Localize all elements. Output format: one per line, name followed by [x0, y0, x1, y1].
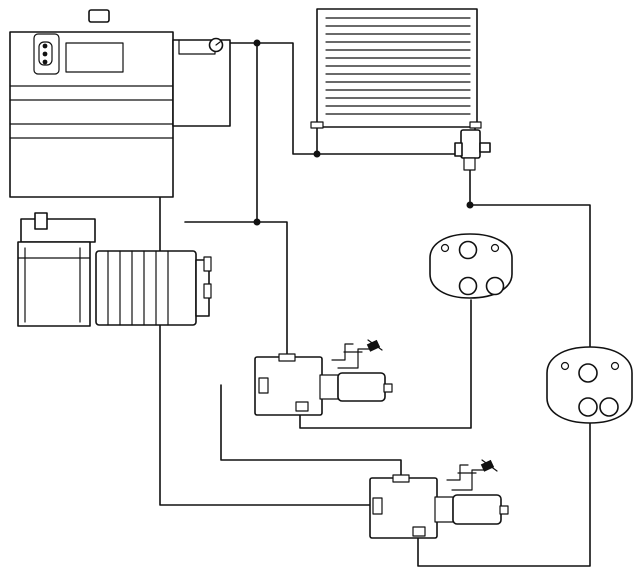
junction-dots [253, 39, 474, 226]
solenoid-valve-upper-wires [331, 339, 383, 369]
check-valve-side [479, 142, 491, 153]
oil-cooler-frame [316, 8, 478, 128]
hydraulic-motor-upper-circle-2 [458, 276, 478, 296]
solenoid-valve-lower-connector [480, 459, 495, 472]
pump-motor-assembly [17, 212, 212, 327]
reservoir-top-cap [88, 9, 110, 23]
pump-motor-center-body [95, 250, 197, 326]
solenoid-valve-upper-actuator [337, 372, 386, 402]
solenoid-valve-upper [254, 339, 393, 416]
junction-dot-3 [253, 218, 261, 226]
hydraulic-motor-right [546, 346, 633, 424]
reservoir-level-dot-2 [42, 51, 48, 57]
line-right-motor-to-bottom [417, 419, 591, 567]
check-valve-cap [454, 142, 463, 157]
oil-cooler-right-port [469, 121, 482, 129]
junction-dot-2 [313, 150, 321, 158]
check-valve [454, 129, 491, 171]
oil-cooler-fins [325, 17, 471, 115]
hydraulic-motor-right-bolt-2 [610, 361, 620, 371]
solenoid-valve-lower-left-panel [372, 497, 383, 515]
line-left-tank-drop [159, 196, 371, 506]
solenoid-valve-lower [369, 459, 509, 539]
oil-cooler-left-port [310, 121, 324, 129]
reservoir-level-dot-3 [42, 59, 48, 65]
pump-motor-port-2 [203, 283, 212, 299]
solenoid-valve-upper-tip [383, 383, 393, 393]
pump-motor-center-ridges [107, 250, 169, 326]
hydraulic-motor-upper-bolt-1 [440, 243, 450, 253]
solenoid-valve-lower-actuator [452, 494, 502, 525]
solenoid-valve-upper-connector [366, 339, 381, 352]
pump-motor-left-block [17, 241, 91, 327]
solenoid-valve-lower-actuator-base [434, 496, 454, 523]
solenoid-valve-upper-left-panel [258, 377, 269, 394]
line-check-to-right-motor [469, 153, 591, 353]
hydraulic-motor-upper-circle-1 [458, 240, 478, 260]
fluid-reservoir [9, 9, 231, 198]
check-valve-bottom [463, 157, 476, 171]
reservoir-divider-1 [9, 85, 174, 139]
line-top-main [229, 42, 471, 155]
junction-dot-1 [253, 39, 261, 47]
solenoid-valve-upper-port-top [278, 353, 296, 362]
pump-motor-port-1 [203, 256, 212, 272]
reservoir-side-box [172, 39, 231, 127]
solenoid-valve-lower-wires [446, 459, 498, 491]
line-valve-to-upper-motor [299, 299, 472, 429]
hydraulic-motor-right-circle-3 [599, 397, 619, 417]
reservoir-window [65, 42, 124, 73]
hydraulic-motor-right-circle-2 [578, 397, 598, 417]
pump-motor-left-detail [17, 247, 91, 323]
pump-motor-mount [34, 212, 48, 230]
solenoid-valve-lower-tip [499, 505, 509, 515]
solenoid-valve-lower-port-top [392, 474, 410, 483]
solenoid-valve-upper-port-bottom [295, 401, 309, 412]
junction-dot-4 [466, 201, 474, 209]
pressure-gauge [208, 37, 224, 53]
hydraulic-motor-upper-circle-3 [485, 276, 505, 296]
hydraulic-motor-right-circle-1 [578, 363, 598, 383]
line-left-branch [220, 384, 402, 479]
hydraulic-motor-upper-bolt-2 [490, 243, 500, 253]
solenoid-valve-upper-actuator-base [319, 374, 339, 400]
solenoid-valve-lower-port-bottom [412, 526, 426, 537]
pressure-gauge-needle [215, 41, 221, 46]
reservoir-level-dot-1 [42, 43, 48, 49]
hydraulic-motor-upper [429, 233, 513, 299]
hydraulic-motor-right-bolt-1 [560, 361, 570, 371]
line-upper-mid [184, 221, 288, 359]
pump-motor-head [20, 218, 96, 243]
oil-cooler [310, 8, 482, 129]
oil-cooler-fin-lines [325, 17, 471, 115]
check-valve-body [460, 129, 481, 159]
